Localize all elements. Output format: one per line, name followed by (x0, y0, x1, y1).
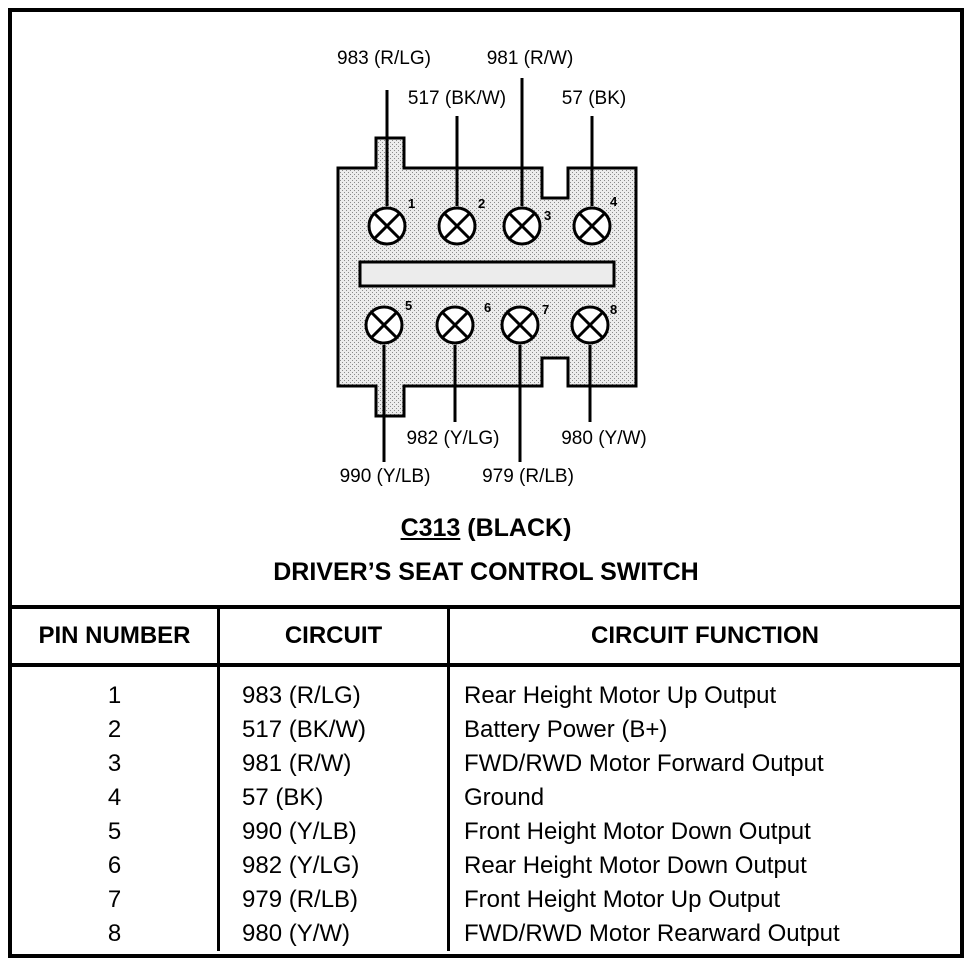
function-cell: FWD/RWD Motor Rearward Output (447, 917, 960, 951)
pin-number-1: 1 (408, 196, 415, 211)
pin-cell: 6 (107, 852, 122, 879)
pin-number-7: 7 (542, 302, 549, 317)
circuit-cell: 981 (R/W) (217, 747, 449, 781)
wire-label-57: 57 (BK) (562, 88, 626, 109)
function-cell: FWD/RWD Motor Forward Output (447, 747, 960, 781)
circuit-cell: 990 (Y/LB) (217, 815, 449, 849)
pin-cell: 2 (107, 716, 122, 743)
pin-cell: 7 (107, 886, 122, 913)
circuit-cell: 57 (BK) (217, 781, 449, 815)
pin-cell: 5 (107, 818, 122, 845)
function-cell: Rear Height Motor Down Output (447, 849, 960, 883)
table-row: 4 57 (BK) Ground (12, 781, 960, 815)
pin-terminal-2 (437, 206, 477, 246)
pin-terminal-5 (364, 305, 404, 345)
diagram-frame: 1 2 3 4 5 6 7 8 983 (R/LG) 981 (R/W) 517… (8, 8, 964, 958)
wire-label-983: 983 (R/LG) (337, 48, 431, 69)
table-row: 8 980 (Y/W) FWD/RWD Motor Rearward Outpu… (12, 917, 960, 951)
header-circuit-function: CIRCUIT FUNCTION (447, 605, 960, 667)
table-row: 2 517 (BK/W) Battery Power (B+) (12, 713, 960, 747)
pin-cell: 3 (107, 750, 122, 777)
pin-terminal-1 (367, 206, 407, 246)
pin-terminal-4 (572, 206, 612, 246)
pin-number-8: 8 (610, 302, 617, 317)
function-cell: Front Height Motor Down Output (447, 815, 960, 849)
table-row: 6 982 (Y/LG) Rear Height Motor Down Outp… (12, 849, 960, 883)
pin-terminal-8 (570, 305, 610, 345)
wire-label-981: 981 (R/W) (487, 48, 574, 69)
pinout-table: PIN NUMBER CIRCUIT CIRCUIT FUNCTION 1 98… (12, 605, 960, 951)
circuit-cell: 982 (Y/LG) (217, 849, 449, 883)
pin-terminal-6 (435, 305, 475, 345)
pin-cell: 8 (107, 920, 122, 947)
table-row: 3 981 (R/W) FWD/RWD Motor Forward Output (12, 747, 960, 781)
function-cell: Front Height Motor Up Output (447, 883, 960, 917)
wire-label-990: 990 (Y/LB) (340, 466, 431, 487)
circuit-cell: 980 (Y/W) (217, 917, 449, 951)
connector-diagram: 1 2 3 4 5 6 7 8 983 (R/LG) 981 (R/W) 517… (336, 48, 647, 487)
connector-id: C313 (400, 514, 461, 542)
pin-number-5: 5 (405, 298, 412, 313)
circuit-cell: 517 (BK/W) (217, 713, 449, 747)
wire-label-517: 517 (BK/W) (408, 88, 506, 109)
pin-terminal-3 (502, 206, 542, 246)
wire-label-980: 980 (Y/W) (561, 428, 647, 449)
header-pin-number: PIN NUMBER (12, 605, 219, 667)
pin-cell: 4 (107, 784, 122, 811)
connector-title: DRIVER’S SEAT CONTROL SWITCH (273, 558, 699, 586)
pin-terminal-7 (500, 305, 540, 345)
table-row: 5 990 (Y/LB) Front Height Motor Down Out… (12, 815, 960, 849)
header-circuit: CIRCUIT (217, 605, 449, 667)
function-cell: Rear Height Motor Up Output (447, 665, 960, 713)
connector-center-bar (358, 260, 616, 288)
function-cell: Battery Power (B+) (447, 713, 960, 747)
pin-number-6: 6 (484, 300, 491, 315)
circuit-cell: 979 (R/LB) (217, 883, 449, 917)
circuit-cell: 983 (R/LG) (217, 665, 449, 713)
pin-cell: 1 (107, 682, 122, 709)
pin-number-2: 2 (478, 196, 485, 211)
pin-number-4: 4 (610, 194, 618, 209)
wire-label-982: 982 (Y/LG) (407, 428, 500, 449)
table-header-row: PIN NUMBER CIRCUIT CIRCUIT FUNCTION (12, 605, 960, 667)
connector-color: (BLACK) (467, 514, 572, 542)
connector-caption: C313 (BLACK) (12, 514, 960, 543)
wire-label-979: 979 (R/LB) (482, 466, 574, 487)
table-row: 7 979 (R/LB) Front Height Motor Up Outpu… (12, 883, 960, 917)
function-cell: Ground (447, 781, 960, 815)
table-row: 1 983 (R/LG) Rear Height Motor Up Output (12, 665, 960, 713)
pin-number-3: 3 (544, 208, 551, 223)
